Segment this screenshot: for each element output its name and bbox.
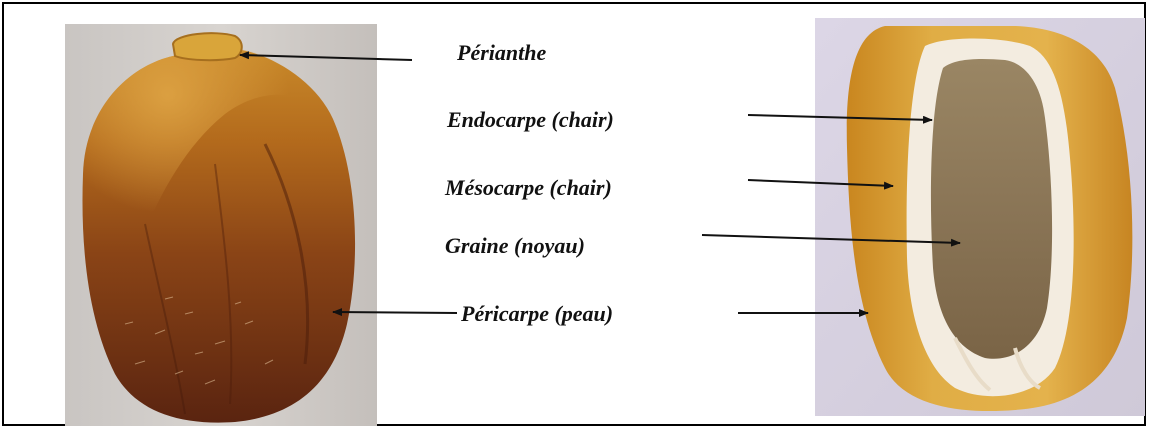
seed-kernel <box>931 59 1052 359</box>
label-endocarpe: Endocarpe (chair) <box>447 109 614 131</box>
cut-date-photo <box>815 18 1145 416</box>
label-perianthe: Périanthe <box>457 42 546 64</box>
label-pericarpe: Péricarpe (peau) <box>461 303 613 325</box>
perianth-cap <box>173 33 242 60</box>
label-mesocarpe: Mésocarpe (chair) <box>445 177 612 199</box>
label-graine: Graine (noyau) <box>445 235 585 257</box>
cut-date-illustration <box>815 18 1145 416</box>
whole-date-photo <box>65 24 377 426</box>
whole-date-illustration <box>65 24 377 426</box>
